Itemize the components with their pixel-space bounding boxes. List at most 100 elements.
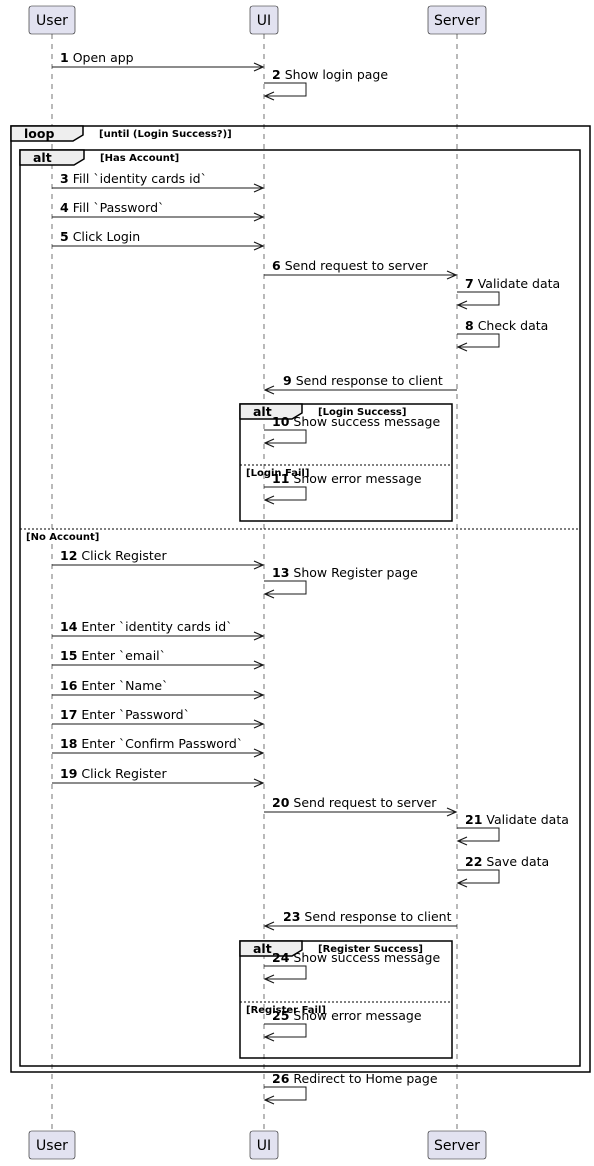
message-label: 15 Enter `email`	[60, 648, 166, 663]
message-text: Send response to client	[296, 373, 443, 388]
participant-user-top: User	[28, 5, 76, 35]
message-text: Send response to client	[304, 909, 451, 924]
message-text: Enter `identity cards id`	[81, 619, 232, 634]
participant-server-bottom: Server	[427, 1130, 487, 1160]
message-label: 3 Fill `identity cards id`	[60, 171, 207, 186]
participant-label: Server	[434, 13, 480, 29]
message-number: 3	[60, 171, 69, 186]
message-label: 13 Show Register page	[272, 565, 418, 580]
message-number: 18	[60, 736, 77, 751]
message-text: Click Login	[73, 229, 140, 244]
message-number: 10	[272, 414, 290, 429]
message-number: 25	[272, 1008, 289, 1023]
message-number: 19	[60, 766, 77, 781]
message-19: 19 Click Register	[52, 766, 265, 788]
fragment-alt_account: alt [Has Account] [No Account]	[19, 149, 581, 1067]
message-label: 7 Validate data	[465, 276, 560, 291]
message-number: 4	[60, 200, 69, 215]
message-number: 11	[272, 471, 289, 486]
message-number: 21	[465, 812, 482, 827]
message-9: 9 Send response to client	[263, 373, 457, 395]
message-label: 5 Click Login	[60, 229, 140, 244]
message-text: Enter `Password`	[81, 707, 189, 722]
message-label: 12 Click Register	[60, 548, 167, 563]
message-number: 24	[272, 950, 290, 965]
message-text: Click Register	[81, 766, 167, 781]
message-text: Validate data	[478, 276, 561, 291]
participant-label: User	[36, 1138, 68, 1154]
participant-label: User	[36, 13, 68, 29]
message-12: 12 Click Register	[52, 548, 265, 570]
fragment-keyword: alt	[253, 404, 272, 419]
message-number: 9	[283, 373, 292, 388]
message-number: 7	[465, 276, 474, 291]
message-label: 17 Enter `Password`	[60, 707, 190, 722]
message-number: 2	[272, 67, 281, 82]
message-label: 11 Show error message	[272, 471, 422, 486]
participant-label: UI	[257, 13, 271, 29]
fragment-else-guard: [No Account]	[26, 532, 99, 543]
message-11: 11 Show error message	[263, 471, 422, 505]
fragment-guard: [until (Login Success?)]	[99, 129, 232, 140]
fragment-alt_register: alt[Register Success][Register Fail]	[239, 940, 453, 1059]
message-number: 15	[60, 648, 77, 663]
message-text: Show Register page	[293, 565, 418, 580]
message-number: 5	[60, 229, 69, 244]
message-17: 17 Enter `Password`	[52, 707, 265, 729]
message-number: 23	[283, 909, 300, 924]
message-text: Check data	[478, 318, 549, 333]
participant-ui-top: UI	[249, 5, 279, 35]
message-text: Enter `Confirm Password`	[81, 736, 243, 751]
message-label: 19 Click Register	[60, 766, 167, 781]
message-label: 18 Enter `Confirm Password`	[60, 736, 243, 751]
fragment-loop: loop [until (Login Success?)]	[10, 125, 591, 1073]
message-label: 21 Validate data	[465, 812, 569, 827]
message-label: 9 Send response to client	[283, 373, 443, 388]
message-number: 12	[60, 548, 77, 563]
message-number: 17	[60, 707, 77, 722]
message-7: 7 Validate data	[456, 276, 560, 310]
message-label: 23 Send response to client	[283, 909, 452, 924]
participant-ui-bottom: UI	[249, 1130, 279, 1160]
message-text: Show error message	[293, 471, 421, 486]
message-13: 13 Show Register page	[263, 565, 418, 599]
message-number: 16	[60, 678, 78, 693]
message-15: 15 Enter `email`	[52, 648, 265, 670]
message-text: Validate data	[486, 812, 569, 827]
fragment-else-guard: [Login Fail]	[246, 468, 309, 479]
fragment-keyword: alt	[33, 150, 52, 165]
fragments: loop [until (Login Success?)] alt [Has Acco…	[10, 125, 591, 1073]
message-number: 13	[272, 565, 289, 580]
fragment-keyword: alt	[253, 941, 272, 956]
message-23: 23 Send response to client	[263, 909, 457, 931]
message-text: Fill `identity cards id`	[73, 171, 207, 186]
message-text: Enter `email`	[81, 648, 166, 663]
fragment-keyword: loop	[24, 126, 54, 141]
message-18: 18 Enter `Confirm Password`	[52, 736, 265, 758]
fragment-guard: [Register Success]	[318, 944, 423, 955]
message-text: Click Register	[81, 548, 167, 563]
fragment-guard: [Has Account]	[100, 153, 179, 164]
message-text: Open app	[73, 50, 134, 65]
message-text: Send request to server	[285, 258, 429, 273]
message-number: 26	[272, 1071, 290, 1086]
